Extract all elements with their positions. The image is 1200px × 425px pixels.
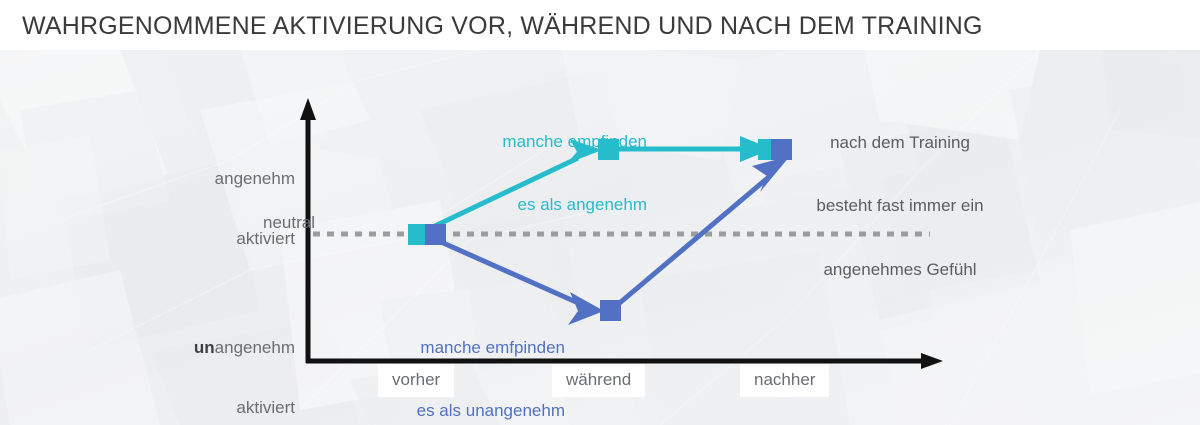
annotation-outcome-line3: angenehmes Gefühl (823, 260, 977, 279)
x-label-waehrend: während (552, 364, 646, 397)
y-label-unangenehm-line2: aktiviert (236, 398, 295, 418)
annotation-outcome-line1: nach dem Training (830, 132, 970, 152)
annotation-outcome: nach dem Training besteht fast immer ein… (790, 89, 1010, 323)
y-label-angenehm-line1: angenehm (214, 169, 295, 189)
annotation-blue-line1: manche emfpinden (420, 337, 565, 357)
y-label-unangenehm-aktiviert: unangenehm aktiviert (130, 298, 295, 425)
annotation-teal-line2: es als angenehm (517, 195, 647, 215)
annotation-blue: manche emfpinden es als unangenehm (345, 294, 565, 425)
title-bar: WAHRGENOMMENE AKTIVIERUNG VOR, WÄHREND U… (0, 0, 1200, 50)
annotation-teal-line1: manche empfinden (502, 131, 647, 151)
annotation-teal: manche empfinden es als angenehm (435, 88, 647, 258)
annotation-blue-line2: es als unangenehm (416, 401, 565, 421)
page-title: WAHRGENOMMENE AKTIVIERUNG VOR, WÄHREND U… (22, 12, 983, 40)
y-label-angenehm-line2: aktiviert (236, 229, 295, 249)
x-label-nachher: nachher (740, 364, 830, 397)
y-label-unangenehm-rest: angenehm (214, 338, 295, 358)
y-label-angenehm-aktiviert: angenehm aktiviert (140, 129, 295, 289)
annotation-outcome-line2: besteht fast immer ein (816, 196, 984, 216)
y-label-neutral: neutral (263, 213, 315, 232)
x-label-vorher: vorher (378, 364, 455, 397)
y-label-unangenehm-prefix: un (193, 338, 215, 358)
y-label-unangenehm-line1: unangenehm (130, 338, 295, 358)
